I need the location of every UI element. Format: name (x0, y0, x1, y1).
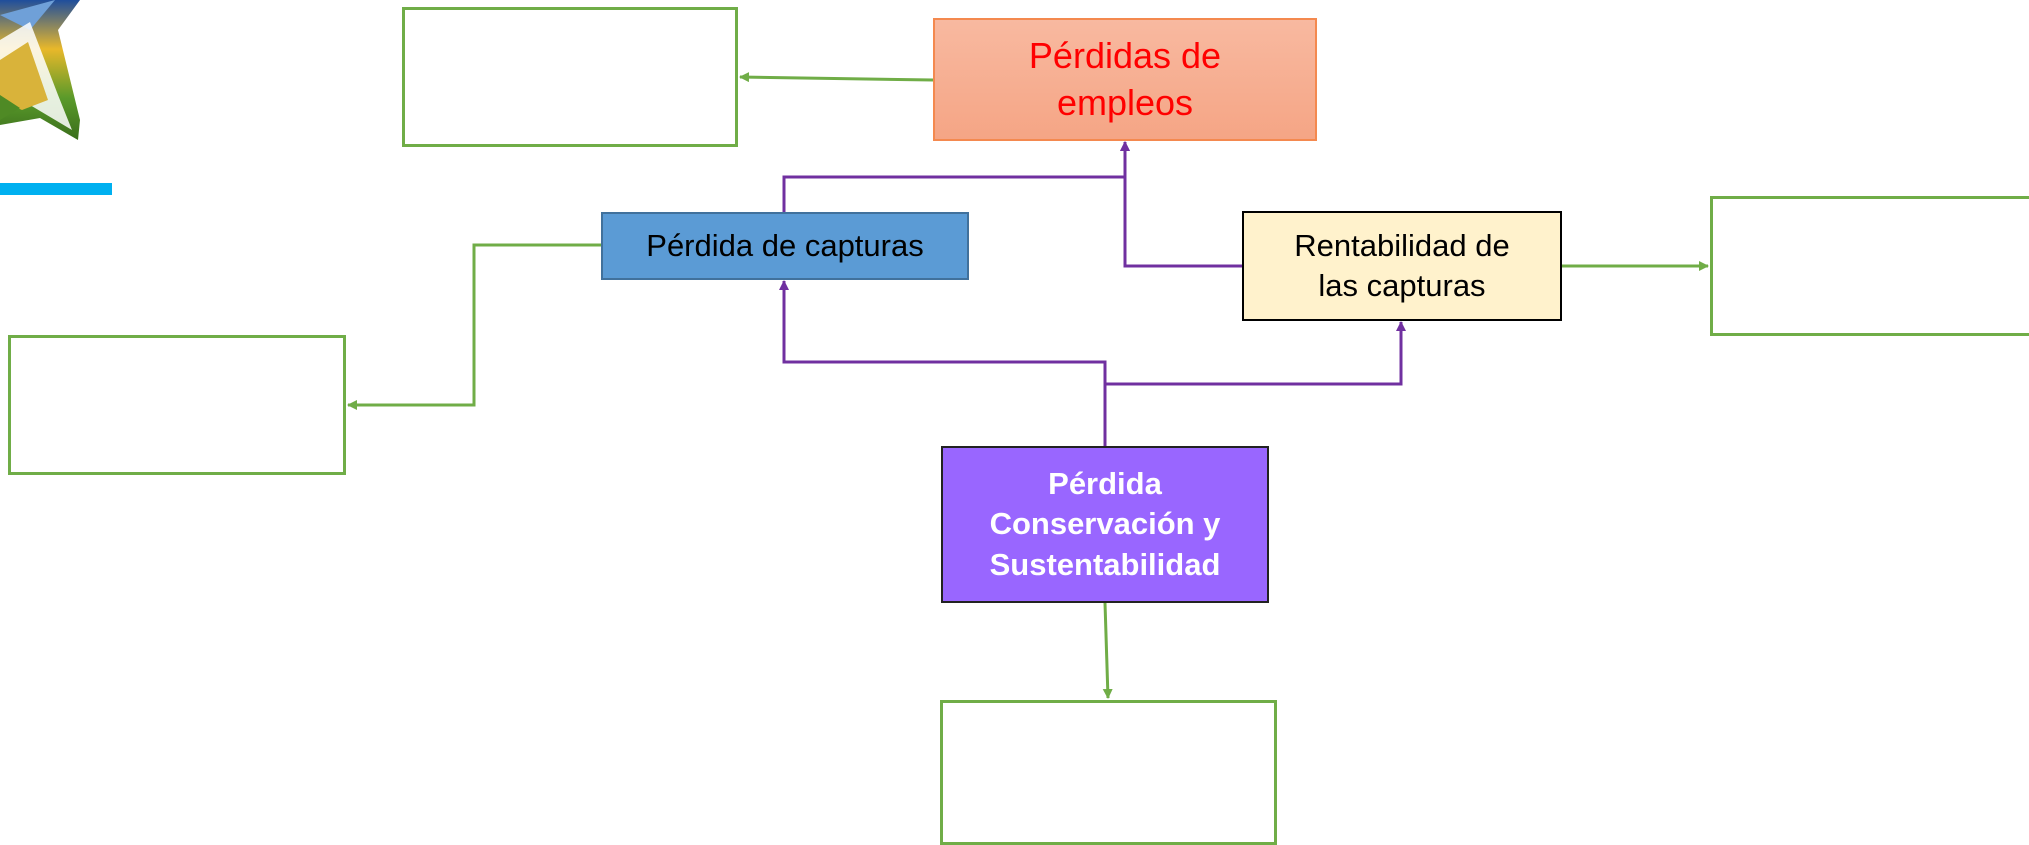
node-perdida-capturas: Pérdida de capturas (601, 212, 969, 280)
node-label-line: Conservación y (989, 506, 1221, 542)
connector-conservacion-to-box4 (1102, 602, 1113, 699)
connector-capturas-to-box3 (347, 243, 601, 410)
node-label-line: empleos (1056, 81, 1194, 123)
node-label-line: las capturas (1318, 268, 1486, 303)
node-perdidas-empleos: Pérdidas de empleos (933, 18, 1317, 141)
node-label-line: Pérdidas de (1028, 34, 1222, 76)
node-label-line: Sustentabilidad (989, 546, 1221, 582)
node-label-line: Pérdida (1048, 466, 1162, 502)
empty-box-conservacion-consequence[interactable] (940, 700, 1277, 845)
connector-conservacion-to-capturas (779, 280, 1107, 446)
connector-rentabilidad-to-empleos (1120, 141, 1242, 268)
connector-empleos-to-box1 (739, 72, 934, 83)
empty-box-capturas-consequence[interactable] (8, 335, 346, 475)
node-label: Pérdida de capturas (646, 227, 924, 263)
node-rentabilidad-capturas: Rentabilidad de las capturas (1242, 211, 1562, 321)
node-label-line: Rentabilidad de (1294, 227, 1510, 263)
empty-box-empleos-consequence[interactable] (402, 7, 738, 147)
node-perdida-conservacion: Pérdida Conservación y Sustentabilidad (941, 446, 1269, 603)
empty-box-rentabilidad-consequence[interactable] (1710, 196, 2029, 336)
accent-bar (0, 183, 112, 195)
logo-emblem-icon (0, 0, 80, 140)
connector-conservacion-to-rentabilidad (1105, 321, 1406, 386)
connector-capturas-to-empleos (782, 141, 1130, 212)
